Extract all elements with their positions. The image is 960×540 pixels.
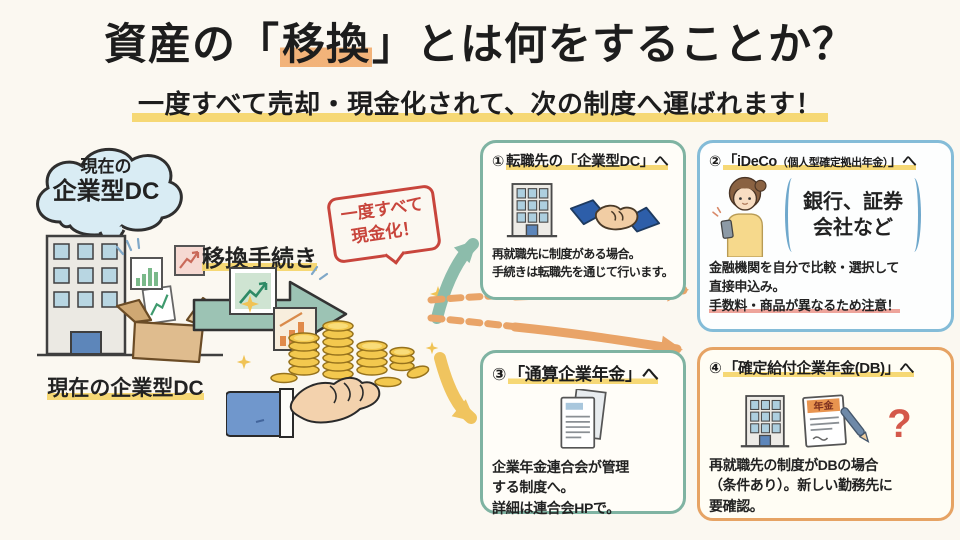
office-building-and-moving-box-icon [37, 234, 225, 364]
bubble-arc-icon [785, 178, 799, 252]
pension-document-and-pen-icon: 年金 [802, 394, 870, 448]
title-pre: 資産の「 [104, 21, 280, 69]
option-box-ideco: ②「iDeCo（個人型確定拠出年金）」へ 銀行、証券 会社など 金融機関を自分で… [697, 140, 954, 332]
coins-hand-icon [226, 286, 446, 438]
cash-out-stamp: 一度すべて 現金化！ [325, 183, 443, 265]
box3-body: 企業年金連合会が管理 する制度へ。 詳細は連合会HPで。 [492, 459, 629, 516]
handshake-icon [569, 199, 661, 233]
bank-bubble: 銀行、証券 会社など [785, 178, 921, 252]
option-box-tsusan-pension: ③「通算企業年金」へ 企業年金連合会が管理 する制度へ。 詳細は連合会HPで。 [480, 350, 686, 516]
box2-body: 金融機関を自分で比較・選択して 直接申込み。 手数料・商品が異なるため注意！ [709, 260, 900, 313]
current-dc-cloud-bubble: 現在の 企業型DC [22, 140, 190, 262]
box2-illustration: 銀行、証券 会社など [709, 173, 942, 257]
building-icon [741, 395, 790, 448]
bank-bubble-text: 銀行、証券 会社など [803, 191, 903, 239]
box4-body: 再就職先の制度がDBの場合 （条件あり）。新しい勤務先に 要確認。 [709, 457, 893, 514]
box4-illustration: 年金 ? [709, 380, 942, 452]
page-subtitle: 一度すべて売却・現金化されて、次の制度へ運ばれます！ [0, 84, 960, 122]
box3-title: ③「通算企業年金」へ [492, 365, 659, 384]
title-highlight: 移換 [280, 21, 372, 69]
box3-illustration [492, 387, 674, 453]
bubble-arc-icon [907, 178, 921, 252]
stamp-tail-icon [384, 243, 406, 265]
option-box-db-pension: ④「確定給付企業年金(DB)」へ 年金 [697, 347, 954, 521]
box1-illustration [492, 174, 674, 242]
question-mark-icon: ? [887, 402, 912, 446]
page-title: 資産の「移換」とは何をすることか？ [0, 10, 960, 72]
box4-title: ④「確定給付企業年金(DB)」へ [709, 360, 914, 377]
coins-and-hand-illustration [226, 270, 452, 442]
documents-icon [560, 389, 607, 449]
current-dc-illustration [35, 234, 227, 374]
current-dc-caption: 現在の企業型DC [47, 377, 204, 400]
box2-title: ②「iDeCo（個人型確定拠出年金）」へ [709, 154, 917, 170]
person-with-smartphone-icon [712, 176, 767, 257]
transfer-process-label: 移換手続き [202, 245, 317, 271]
title-post: 」とは何をすることか？ [372, 21, 856, 69]
cloud-label: 現在の 企業型DC [52, 157, 160, 206]
box1-body: 再就職先に制度がある場合。 手続きは転職先を通じて行います。 [492, 247, 674, 279]
building-icon [506, 183, 558, 238]
pension-doc-label: 年金 [813, 399, 835, 413]
